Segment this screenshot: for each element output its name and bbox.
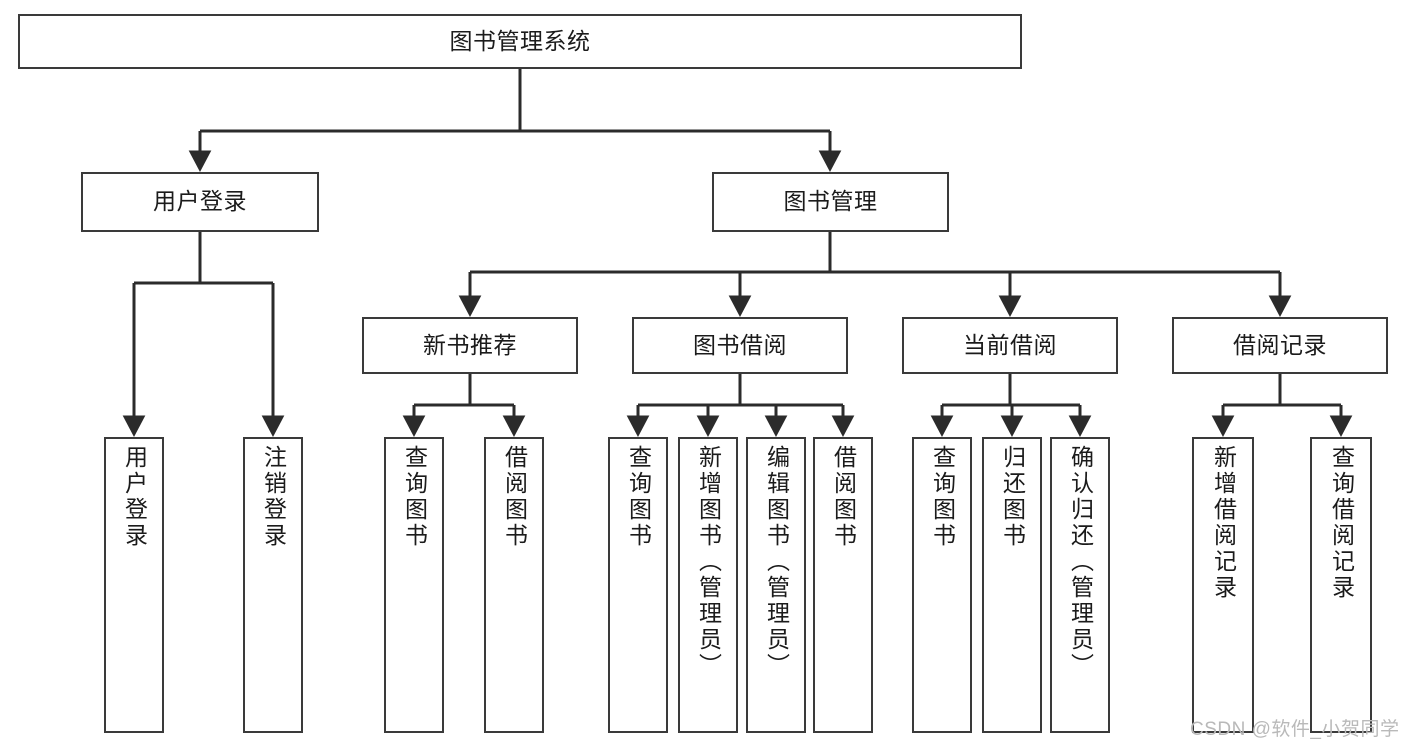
node-leaf-edit-book[interactable]: 编辑图书（管理员） — [746, 437, 806, 733]
node-new-book-recommend-label: 新书推荐 — [423, 331, 517, 358]
node-current-borrow-label: 当前借阅 — [963, 331, 1057, 358]
node-book-borrow-label: 图书借阅 — [693, 331, 787, 358]
node-leaf-query-record[interactable]: 查询借阅记录 — [1310, 437, 1372, 733]
node-leaf-add-record[interactable]: 新增借阅记录 — [1192, 437, 1254, 733]
node-leaf-return-book[interactable]: 归还图书 — [982, 437, 1042, 733]
node-book-manage[interactable]: 图书管理 — [712, 172, 949, 232]
node-leaf-borrow-book-2-label: 借阅图书 — [830, 445, 857, 549]
node-leaf-query-record-label: 查询借阅记录 — [1328, 445, 1355, 601]
node-borrow-record[interactable]: 借阅记录 — [1172, 317, 1388, 374]
node-leaf-edit-book-label: 编辑图书（管理员） — [763, 445, 790, 679]
node-root-label: 图书管理系统 — [449, 27, 591, 54]
node-leaf-return-book-label: 归还图书 — [999, 445, 1026, 549]
node-borrow-record-label: 借阅记录 — [1233, 331, 1327, 358]
node-root[interactable]: 图书管理系统 — [18, 14, 1022, 69]
node-user-login-label: 用户登录 — [153, 188, 247, 215]
node-leaf-query-book-3[interactable]: 查询图书 — [912, 437, 972, 733]
node-leaf-borrow-book-1[interactable]: 借阅图书 — [484, 437, 544, 733]
node-leaf-confirm-return-label: 确认归还（管理员） — [1067, 445, 1094, 679]
node-leaf-add-book[interactable]: 新增图书（管理员） — [678, 437, 738, 733]
node-book-borrow[interactable]: 图书借阅 — [632, 317, 848, 374]
node-leaf-user-logout[interactable]: 注销登录 — [243, 437, 303, 733]
node-leaf-user-login[interactable]: 用户登录 — [104, 437, 164, 733]
node-leaf-query-book-2-label: 查询图书 — [625, 445, 652, 549]
node-leaf-query-book-1-label: 查询图书 — [401, 445, 428, 549]
node-leaf-confirm-return[interactable]: 确认归还（管理员） — [1050, 437, 1110, 733]
csdn-watermark: CSDN @软件_小贺同学 — [1190, 719, 1400, 740]
node-leaf-query-book-2[interactable]: 查询图书 — [608, 437, 668, 733]
node-leaf-add-book-label: 新增图书（管理员） — [695, 445, 722, 679]
node-leaf-add-record-label: 新增借阅记录 — [1210, 445, 1237, 601]
node-leaf-user-logout-label: 注销登录 — [260, 445, 287, 549]
node-leaf-query-book-1[interactable]: 查询图书 — [384, 437, 444, 733]
node-leaf-user-login-label: 用户登录 — [121, 445, 148, 549]
node-leaf-query-book-3-label: 查询图书 — [929, 445, 956, 549]
node-new-book-recommend[interactable]: 新书推荐 — [362, 317, 578, 374]
node-user-login[interactable]: 用户登录 — [81, 172, 319, 232]
node-leaf-borrow-book-1-label: 借阅图书 — [501, 445, 528, 549]
node-leaf-borrow-book-2[interactable]: 借阅图书 — [813, 437, 873, 733]
node-book-manage-label: 图书管理 — [783, 188, 878, 215]
node-current-borrow[interactable]: 当前借阅 — [902, 317, 1118, 374]
